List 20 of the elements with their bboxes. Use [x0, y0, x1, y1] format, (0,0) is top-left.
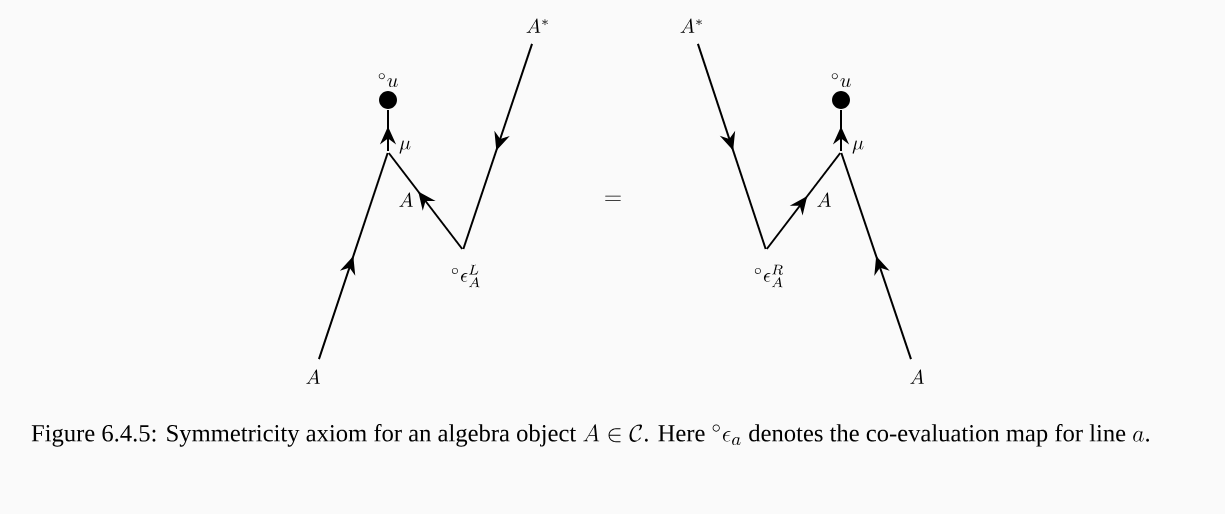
string-line — [462, 42, 534, 250]
vertex-label: ${}^\circ\epsilon_A^L$ — [451, 264, 480, 288]
string-line — [765, 152, 842, 250]
edge-label: $A$ — [399, 192, 413, 207]
string-line — [387, 152, 464, 250]
vertex-label: ${}^\circ u$ — [831, 73, 851, 88]
vertex-label: $\mu$ — [399, 140, 411, 154]
string-line — [696, 42, 767, 250]
end-label: $A^*$ — [680, 18, 702, 33]
vertex-label: ${}^\circ u$ — [378, 73, 398, 88]
vertex-label: ${}^\circ\epsilon_A^R$ — [754, 264, 783, 288]
vertex-label: $\mu$ — [852, 140, 864, 154]
equals-sign: $=$ — [605, 195, 621, 201]
end-label: $A$ — [306, 369, 320, 384]
edge-label: $A$ — [817, 192, 831, 207]
end-label: $A^*$ — [526, 18, 548, 33]
string-line — [317, 152, 389, 361]
end-label: $A$ — [910, 369, 924, 384]
figure-caption: $\text{Figure 6.4.5: Symmetricity axiom for an algebra object } A \in \mathcal{C}\text{. Here } {}^\circ\epsilon_a \text{ denotes the co-evaluation map for line } a\text{.}$ — [31, 424, 1150, 447]
string-line — [840, 152, 912, 361]
